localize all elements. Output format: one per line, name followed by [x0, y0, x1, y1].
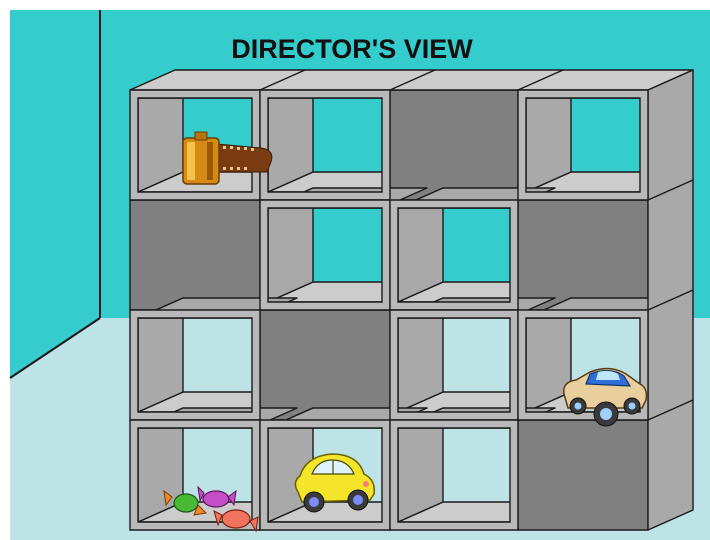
- shelf-cell-r2c1-closed-back: [130, 200, 260, 310]
- page-title: DIRECTOR'S VIEW: [231, 34, 473, 64]
- shelf-cell-r2c4-closed-back: [518, 200, 648, 310]
- shelf-cell-r4c4-closed-back: [518, 420, 648, 530]
- shelf-cell-r1c3-closed-back: [390, 90, 518, 200]
- shelf-cell-r3c2-closed-back: [260, 310, 390, 420]
